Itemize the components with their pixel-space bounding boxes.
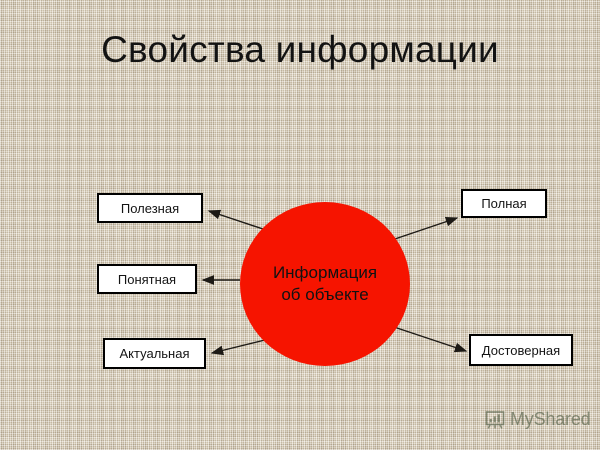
central-node: Информация об объекте [240, 202, 410, 366]
property-box-reliable: Достоверная [469, 334, 573, 366]
property-label-reliable: Достоверная [481, 342, 561, 358]
central-node-label: Информация об объекте [272, 263, 378, 304]
property-box-current: Актуальная [103, 338, 206, 369]
property-label-current: Актуальная [119, 346, 190, 361]
page-title: Свойства информации [101, 29, 499, 70]
myshared-watermark: MyShared [485, 409, 591, 430]
arrow-to-complete [385, 216, 459, 243]
property-box-complete: Полная [461, 189, 547, 218]
property-box-clear: Понятная [97, 264, 197, 294]
property-box-useful: Полезная [97, 193, 203, 223]
property-label-complete: Полная [481, 196, 527, 211]
arrow-to-reliable [387, 324, 468, 353]
presentation-chart-icon [485, 410, 505, 429]
property-label-clear: Понятная [117, 271, 177, 287]
watermark-label: MyShared [510, 409, 591, 429]
property-label-useful: Полезная [120, 200, 180, 216]
